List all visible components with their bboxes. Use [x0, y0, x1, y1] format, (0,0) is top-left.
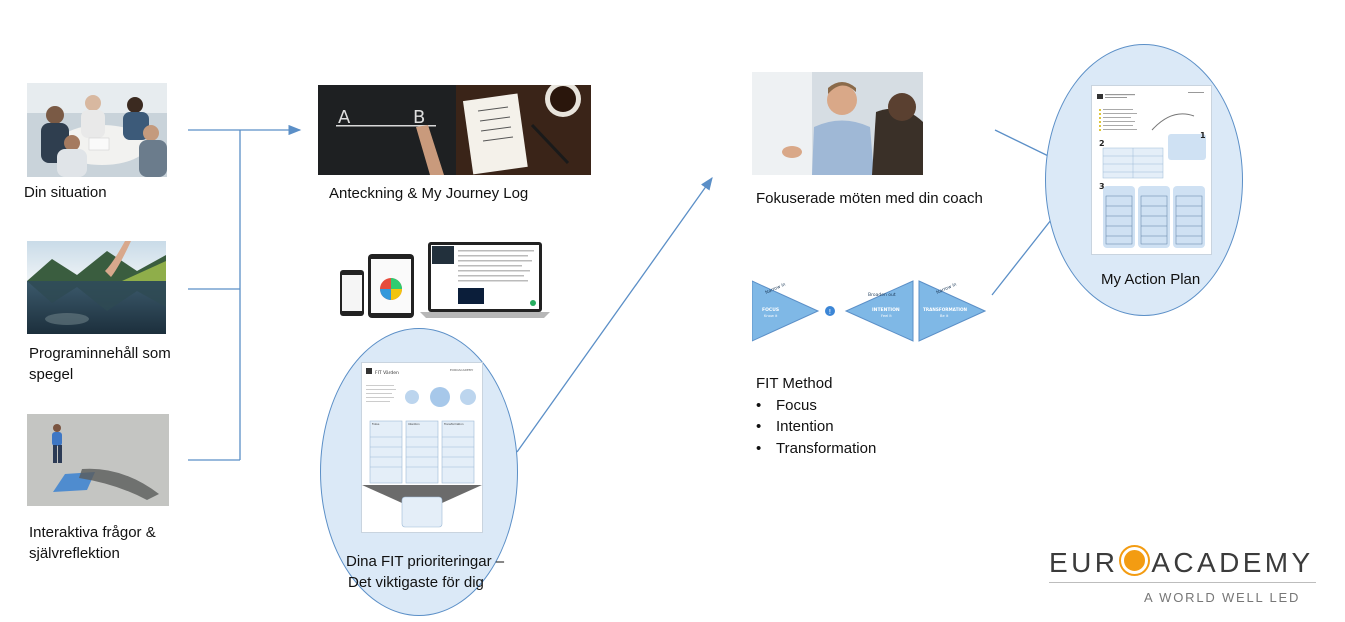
doc-col-intention: Intention: [408, 422, 420, 426]
fit-method-item-focus: Focus: [756, 395, 876, 417]
fit-method-title: FIT Method: [756, 375, 833, 392]
logo-o-mark: [1121, 547, 1149, 574]
fit-method-diagram: Narrow in FOCUS Know it ! Broaden out IN…: [752, 280, 986, 342]
triangle-intention-top: Broaden out: [868, 292, 896, 298]
logo-tagline: A WORLD WELL LED: [1144, 590, 1301, 605]
action-plan-label: My Action Plan: [1101, 271, 1201, 288]
coach-label: Fokuserade möten med din coach: [756, 190, 983, 207]
chalk-letter-b: B: [413, 107, 425, 128]
step-number-3: 3: [1099, 182, 1105, 191]
logo-text-left: EUR: [1049, 547, 1119, 578]
doc-col-fokus: Fokus: [372, 422, 380, 426]
person-shadow-photo: [27, 414, 169, 506]
triangle-transformation-name: TRANSFORMATION: [923, 307, 968, 312]
priorities-label-2: Det viktigaste för dig: [348, 574, 484, 591]
mirror-label: Programinnehåll som spegel: [29, 345, 171, 383]
fit-method-item-transformation: Transformation: [756, 438, 876, 460]
euroacademy-logo: EUR ACADEMY: [1049, 547, 1314, 579]
fit-method-item-intention: Intention: [756, 416, 876, 438]
interactive-label: Interaktiva frågor & självreflektion: [29, 524, 156, 562]
journey-log-photo: A B: [318, 85, 591, 175]
triangle-transformation-sub: Be it: [940, 314, 949, 318]
journey-label: Anteckning & My Journey Log: [329, 185, 529, 202]
fit-values-document: FIT Värden EUROACADEMY Fokus Intention T…: [361, 362, 483, 533]
connector-priorities-coach: [516, 176, 713, 453]
center-mark-circle: [824, 305, 836, 317]
triangle-transformation: [918, 280, 986, 342]
lake-reflection-photo: [27, 241, 166, 334]
triangle-intention-sub: Feel it: [881, 314, 892, 318]
chalk-letter-a: A: [338, 107, 351, 128]
triangle-intention: [844, 280, 914, 342]
devices-illustration: [338, 240, 556, 320]
doc-title: FIT Värden: [375, 370, 399, 376]
triangle-focus-name: FOCUS: [762, 307, 779, 313]
triangle-intention-name: INTENTION: [872, 307, 900, 313]
meeting-photo: [27, 83, 167, 177]
logo-text-right: ACADEMY: [1151, 547, 1314, 578]
step-number-2: 2: [1099, 139, 1105, 148]
coach-meeting-photo: [752, 72, 923, 175]
action-plan-document: 1 2 3: [1091, 85, 1212, 255]
doc-brand: EUROACADEMY: [450, 368, 473, 372]
situation-label: Din situation: [24, 184, 107, 201]
priorities-label-1: Dina FIT prioriteringar –: [346, 553, 505, 570]
triangle-focus-sub: Know it: [764, 314, 778, 318]
doc-col-transformation: Transformation: [444, 422, 464, 426]
triangle-focus: [752, 280, 820, 342]
step-number-1: 1: [1200, 131, 1206, 140]
center-mark: !: [829, 308, 832, 316]
logo-divider: [1049, 582, 1316, 583]
fit-method-list: FIT Method Focus Intention Transformatio…: [756, 373, 876, 459]
